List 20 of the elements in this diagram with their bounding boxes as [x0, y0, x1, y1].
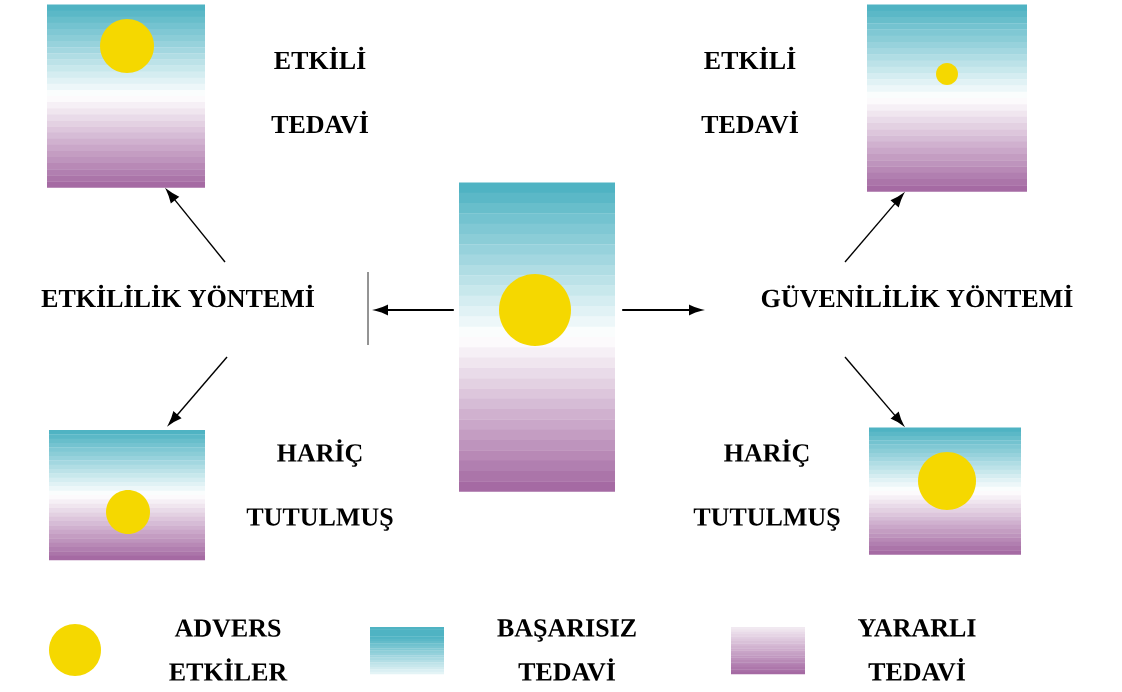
arrow: [844, 356, 904, 426]
arrow: [168, 356, 228, 426]
arrow: [621, 305, 702, 315]
gradient-panel-drawing: [869, 427, 1021, 555]
panel-caption: ETKİLİ TEDAVİ: [701, 46, 798, 134]
panel-caption: HARİÇ TUTULMUŞ: [246, 439, 393, 531]
legend-label: BAŞARISIZ TEDAVİ: [497, 619, 636, 681]
panel-caption: HARİÇ TUTULMUŞ: [693, 439, 840, 531]
arrow: [375, 305, 455, 315]
arrow: [166, 189, 226, 263]
gradient-panel-drawing: [47, 4, 205, 188]
panel-caption: ETKİLİ TEDAVİ: [271, 46, 368, 134]
method-label: ETKİLİLİK YÖNTEMİ: [41, 284, 314, 308]
method-label: GÜVENİLİLİK YÖNTEMİ: [761, 284, 1073, 308]
gradient-panel-drawing: [49, 430, 205, 561]
gradient-panel-drawing: [459, 182, 615, 492]
arrow: [844, 193, 904, 263]
legend-label: ADVERS ETKİLER: [169, 619, 288, 681]
gradient-panel-drawing: [867, 4, 1027, 192]
legend-label: YARARLI TEDAVİ: [858, 619, 976, 681]
